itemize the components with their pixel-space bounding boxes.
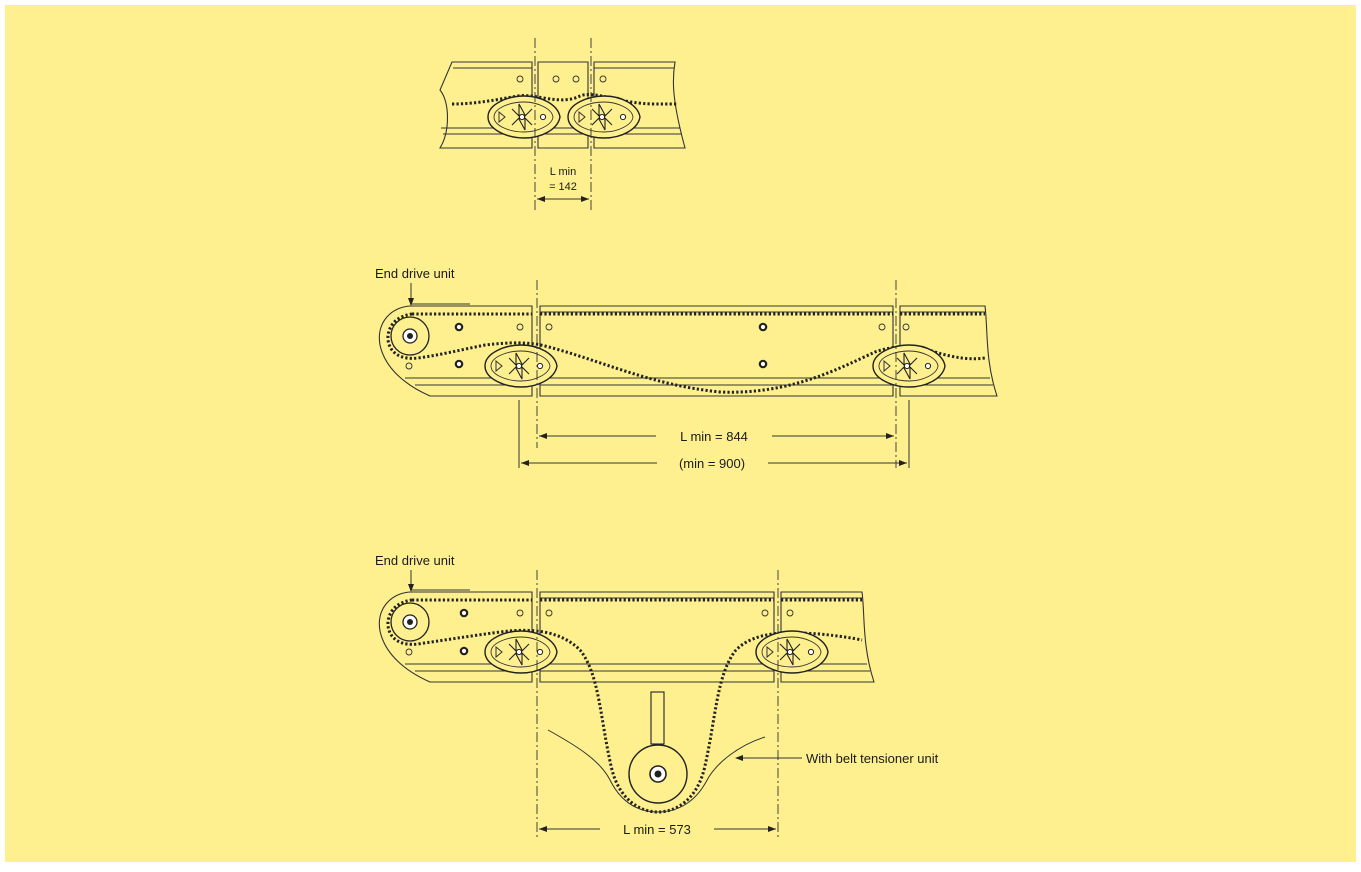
diagram-tensioner-section: End drive unit [375, 553, 939, 838]
dimension-label-lmin-142-line2: = 142 [549, 181, 577, 193]
label-end-drive-unit-1: End drive unit [375, 266, 455, 281]
diagram-short-section: L min = 142 [439, 38, 686, 212]
label-belt-tensioner: With belt tensioner unit [806, 751, 939, 766]
dimension-label-min-900: (min = 900) [679, 456, 745, 471]
diagram-end-drive-section: End drive unit [375, 266, 998, 471]
label-end-drive-unit-2: End drive unit [375, 553, 455, 568]
dimension-label-lmin-844: L min = 844 [680, 429, 748, 444]
dimension-label-lmin-573: L min = 573 [623, 822, 691, 837]
dimension-label-lmin-142-line1: L min [550, 166, 577, 178]
